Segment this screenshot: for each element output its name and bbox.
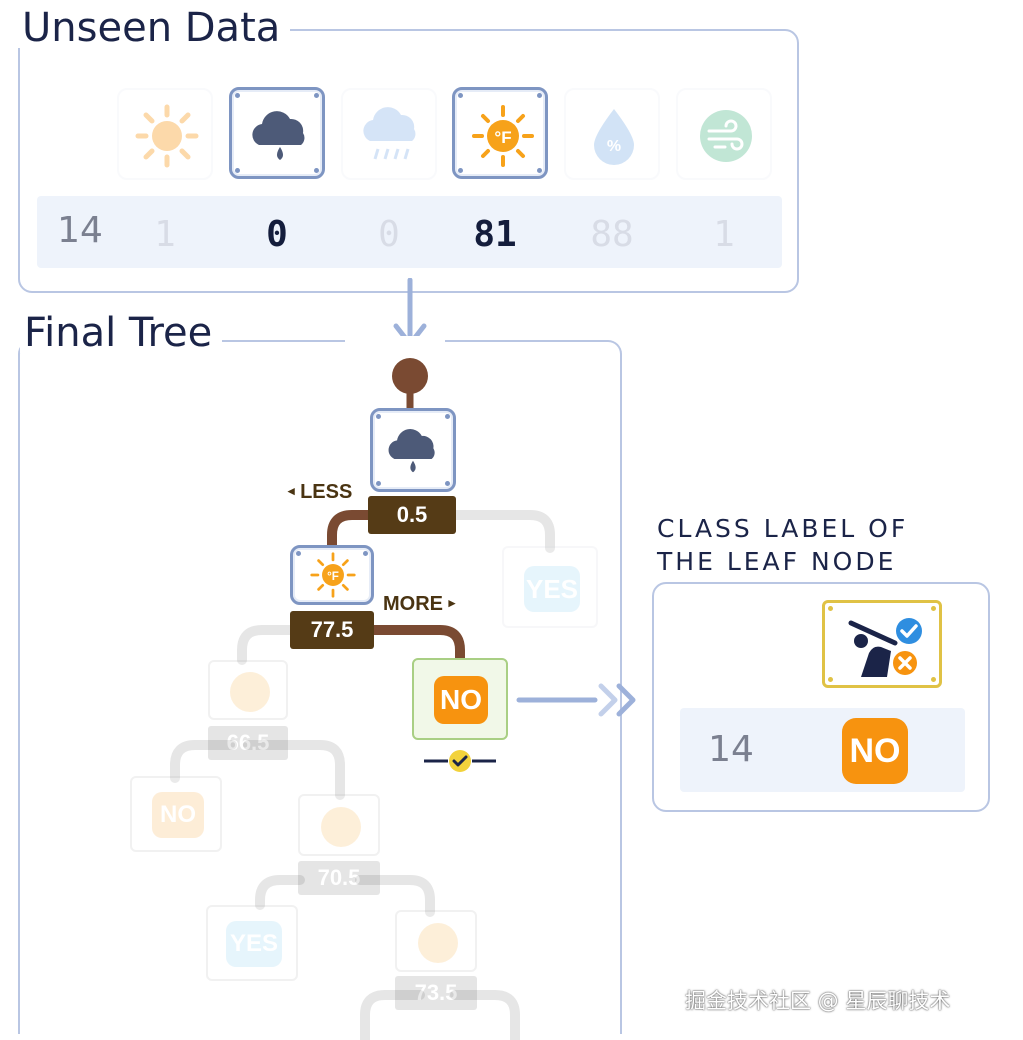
golfer-icon xyxy=(848,618,922,677)
root-node-rain xyxy=(370,408,456,492)
feature-card-rain xyxy=(229,87,325,179)
temperature-f-icon: °F xyxy=(472,105,534,167)
result-caption: CLASS LABEL OF THE LEAF NODE xyxy=(657,514,909,576)
rain-cloud-icon xyxy=(388,429,435,473)
row-value-rain: 0 xyxy=(266,214,288,255)
faded-yes-node: YES xyxy=(502,546,598,628)
wind-icon xyxy=(700,110,752,162)
yes-badge: YES xyxy=(226,921,282,967)
feature-card-wind xyxy=(676,88,772,180)
row-index: 14 xyxy=(57,210,103,251)
faded-threshold-3: 73.5 xyxy=(395,976,477,1010)
feature-card-storm xyxy=(341,88,437,180)
yes-badge: YES xyxy=(524,566,580,612)
sun-icon xyxy=(230,672,270,712)
class-label-card xyxy=(822,600,942,688)
left-arrow-icon: ◂ xyxy=(288,483,295,498)
temperature-threshold: 77.5 xyxy=(290,611,374,649)
leaf-node-no: NO xyxy=(412,658,508,740)
unseen-data-title: Unseen Data xyxy=(18,8,291,48)
root-threshold: 0.5 xyxy=(368,496,456,534)
less-branch-label: ◂ LESS xyxy=(288,481,353,503)
feature-card-temperature: °F xyxy=(452,87,548,179)
svg-text:°F: °F xyxy=(327,570,339,583)
sun-icon xyxy=(135,104,199,168)
row-value-sun: 1 xyxy=(154,214,176,255)
sun-icon xyxy=(418,923,458,963)
rain-cloud-icon xyxy=(252,111,305,160)
temperature-f-icon: °F xyxy=(310,552,356,598)
unseen-data-row xyxy=(37,196,782,268)
sun-icon xyxy=(321,807,361,847)
no-badge: NO xyxy=(152,792,204,838)
feature-card-sun xyxy=(117,88,213,180)
faded-temp-node-1 xyxy=(208,660,288,720)
faded-no-node: NO xyxy=(130,776,222,852)
faded-threshold-2: 70.5 xyxy=(298,861,380,895)
storm-cloud-icon xyxy=(363,107,416,160)
final-tree-title: Final Tree xyxy=(20,313,223,353)
row-value-wind: 1 xyxy=(713,214,735,255)
leaf-checkmark xyxy=(424,750,496,772)
temperature-node: °F xyxy=(290,545,374,605)
faded-yes-node-2: YES xyxy=(206,905,298,981)
faded-temp-node-2 xyxy=(298,794,380,856)
more-branch-label: MORE ▸ xyxy=(383,593,456,615)
svg-text:%: % xyxy=(607,138,621,155)
result-no-badge: NO xyxy=(842,718,908,784)
humidity-drop-icon: % xyxy=(594,109,634,165)
watermark: 掘金技术社区 @ 星辰聊技术 xyxy=(685,989,951,1013)
final-tree-panel xyxy=(18,340,622,1034)
svg-text:°F: °F xyxy=(494,128,511,147)
no-badge: NO xyxy=(434,676,488,724)
faded-temp-node-3 xyxy=(395,910,477,972)
result-row xyxy=(680,708,965,792)
feature-card-humidity: % xyxy=(564,88,660,180)
row-value-storm: 0 xyxy=(378,214,400,255)
result-arrow xyxy=(516,683,636,717)
faded-threshold-1: 66.5 xyxy=(208,726,288,760)
row-value-temperature: 81 xyxy=(473,214,517,255)
right-arrow-icon: ▸ xyxy=(448,595,456,610)
row-value-humidity: 88 xyxy=(590,214,634,255)
result-index: 14 xyxy=(708,729,754,770)
